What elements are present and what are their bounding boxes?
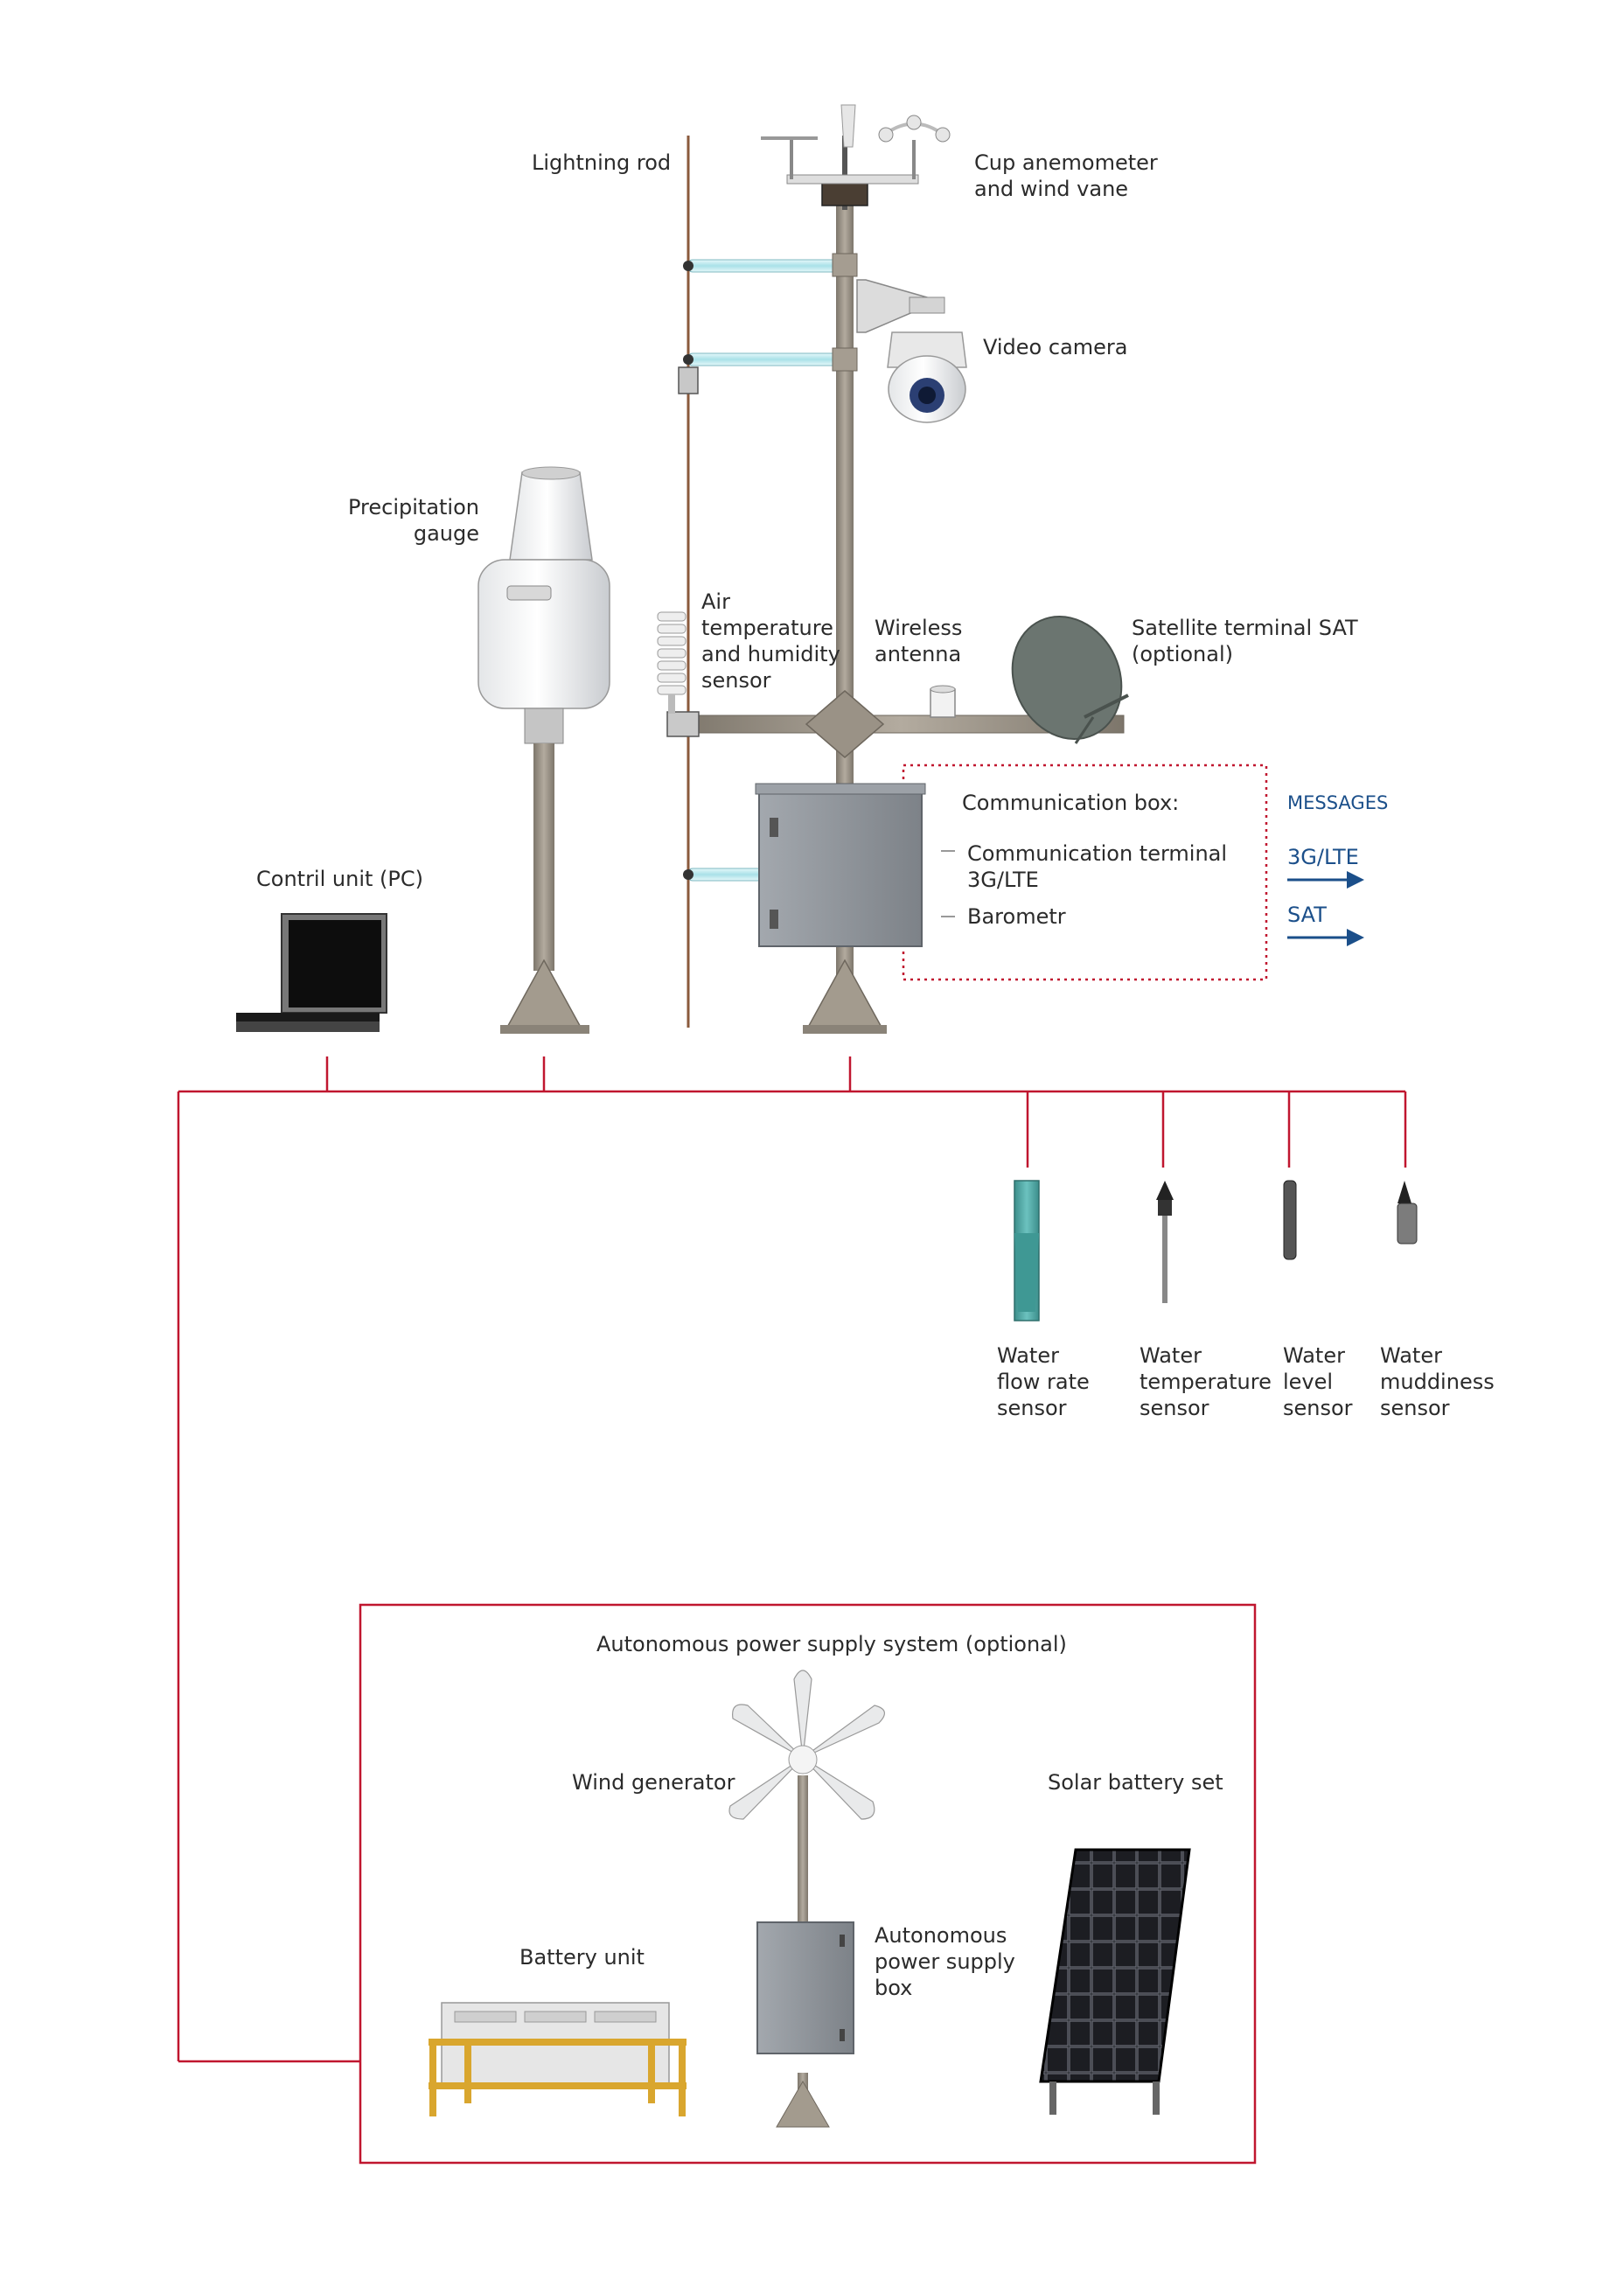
water-flow-sensor-icon — [1014, 1180, 1040, 1321]
air-temperature-humidity-sensor-icon — [657, 611, 687, 714]
label-msg-3g: 3G/LTE — [1287, 845, 1359, 869]
video-camera-icon — [856, 279, 967, 423]
label-water-mud: Water muddiness sensor — [1380, 1343, 1495, 1420]
label-comm-terminal: Communication terminal 3G/LTE — [967, 841, 1228, 892]
label-wind-generator: Wind generator — [572, 1770, 735, 1795]
label-air-sensor: Air temperature and humidity sensor — [701, 589, 840, 693]
battery-unit-icon — [429, 2002, 687, 2116]
water-level-sensor-icon — [1283, 1180, 1297, 1260]
label-battery-unit: Battery unit — [519, 1945, 645, 1970]
laptop-icon — [236, 913, 387, 1032]
label-precipitation-gauge: Precipitation gauge — [347, 495, 479, 546]
water-muddiness-sensor-icon — [1397, 1181, 1418, 1245]
wireless-antenna-icon — [930, 685, 956, 718]
label-solar-set: Solar battery set — [1048, 1770, 1223, 1795]
water-temperature-sensor-icon — [1156, 1181, 1174, 1303]
label-anemometer: Cup anemometer and wind vane — [974, 150, 1158, 201]
anemometer-wind-vane-icon — [761, 104, 951, 210]
solar-panel-icon — [1039, 1848, 1191, 2115]
main-mast — [666, 206, 1125, 1034]
message-arrows — [1287, 871, 1364, 946]
label-msg-sat: SAT — [1287, 903, 1327, 927]
label-water-temp: Water temperature sensor — [1140, 1343, 1272, 1420]
label-video-camera: Video camera — [983, 335, 1128, 359]
power-system-title: Autonomous power supply system (optional… — [596, 1632, 1067, 1656]
satellite-dish-icon — [1011, 615, 1129, 744]
label-wireless-antenna: Wireless antenna — [875, 616, 963, 666]
power-system-frame — [359, 1603, 1257, 2165]
communication-box-enclosure — [755, 783, 926, 947]
power-supply-box-icon — [756, 1921, 854, 2054]
precipitation-gauge-icon — [477, 466, 610, 1034]
label-barometer: Barometr — [967, 904, 1066, 929]
label-messages: MESSAGES — [1287, 792, 1389, 813]
comm-box-frame — [902, 763, 1268, 981]
label-satellite-terminal: Satellite terminal SAT (optional) — [1132, 616, 1358, 666]
comm-box-title: Communication box: — [962, 791, 1180, 815]
label-control-unit: Contril unit (PC) — [256, 867, 423, 891]
label-lightning-rod: Lightning rod — [532, 150, 672, 175]
label-water-level: Water level sensor — [1283, 1343, 1353, 1420]
connection-lines — [177, 1056, 1407, 2063]
wind-generator-icon — [728, 1670, 885, 2128]
label-power-box: Autonomous power supply box — [875, 1923, 1015, 2000]
label-water-flow: Water flow rate sensor — [997, 1343, 1090, 1420]
